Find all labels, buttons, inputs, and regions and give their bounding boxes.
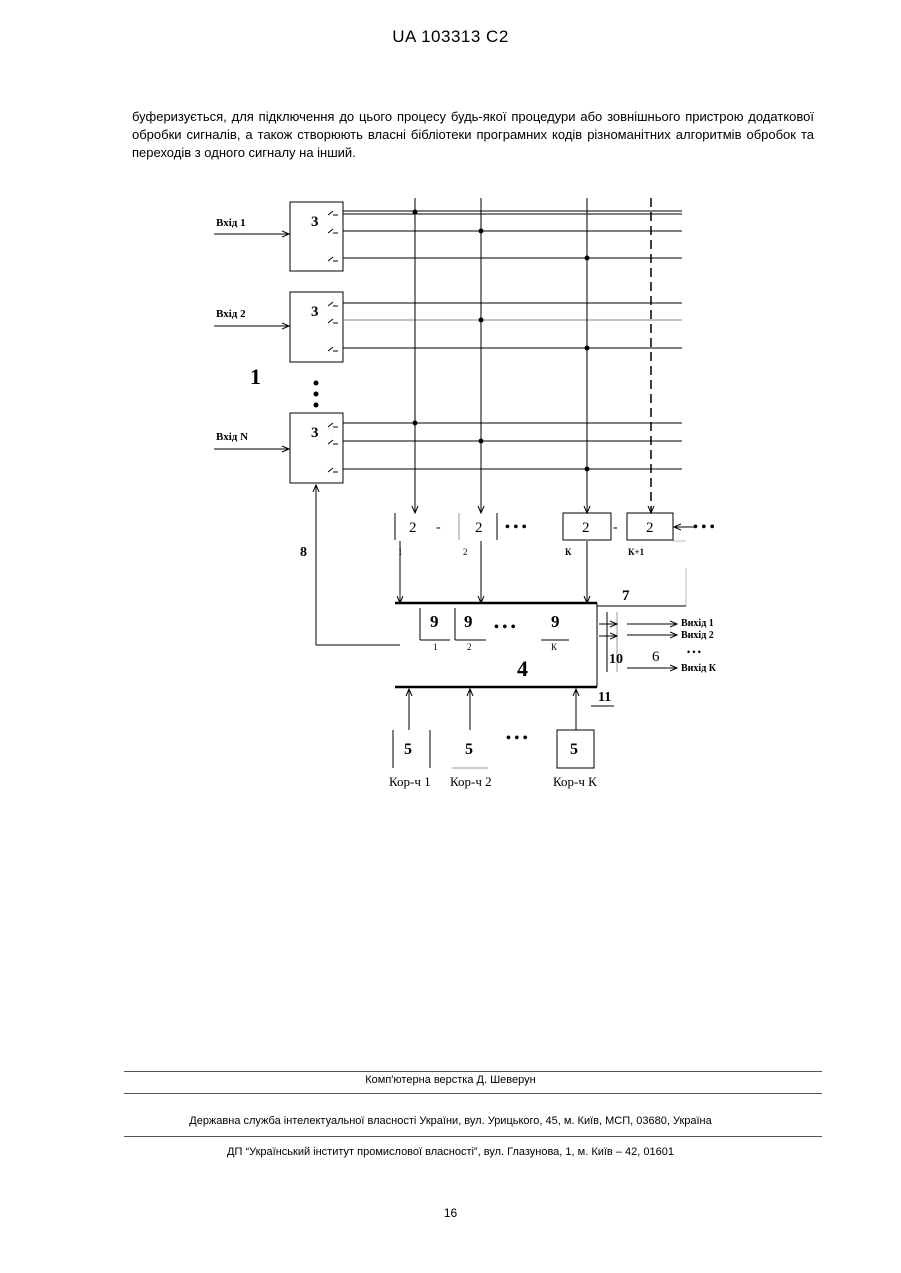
- block-2-index-k: К: [565, 547, 572, 557]
- block-9-index-k: К: [551, 642, 558, 652]
- block-5-label-1: 5: [404, 741, 412, 758]
- block-9-label-1: 9: [430, 612, 439, 631]
- footer-rule-3: [124, 1136, 822, 1137]
- block-4-label: 4: [517, 656, 528, 681]
- corrector-label-k: Кор-ч К: [553, 774, 597, 789]
- block-5-label-k: 5: [570, 741, 578, 758]
- footer-institute: ДП “Український інститут промислової вла…: [0, 1146, 901, 1158]
- corrector-ellipsis: • • •: [506, 731, 528, 746]
- footer-rule-2: [124, 1093, 822, 1094]
- page-number: 16: [0, 1206, 901, 1220]
- output-label-2: Вихід 2: [681, 630, 714, 641]
- block-2-label-k: 2: [582, 520, 590, 536]
- label-11: 11: [598, 690, 611, 705]
- footer-typesetting: Комп'ютерна верстка Д. Шеверун: [0, 1074, 901, 1086]
- output-label-k: Вихід К: [681, 663, 717, 674]
- block-diagram: 3 3 3 Вхід 1 Вхід 2 Вхід N 1: [0, 0, 901, 820]
- block-2-label-2: 2: [475, 520, 483, 536]
- footer-agency: Державна служба інтелектуальної власност…: [0, 1115, 901, 1127]
- block-2-dash-1: -: [436, 520, 441, 535]
- block-2-index-2: 2: [463, 547, 468, 557]
- block-9-index-1: 1: [433, 642, 438, 652]
- block-2-dots-right: • • •: [693, 520, 715, 535]
- footer-rule-1: [124, 1071, 822, 1072]
- output-dots: • • •: [687, 647, 701, 657]
- block-9-label-k: 9: [551, 612, 560, 631]
- block-2-dash-k: -: [613, 520, 618, 535]
- junction-dots: [413, 210, 590, 472]
- label-10: 10: [609, 652, 623, 667]
- bus-lines: [343, 211, 682, 469]
- block-3-label-2: 3: [311, 304, 319, 320]
- block-2-label-1: 2: [409, 520, 417, 536]
- block-2-index-k1: К+1: [628, 547, 645, 557]
- vertical-taps: [415, 198, 651, 513]
- block-2-ellipsis: • • •: [505, 520, 527, 535]
- vdot-2: [314, 392, 319, 397]
- corrector-arrows: [409, 689, 576, 730]
- corrector-label-1: Кор-ч 1: [389, 774, 431, 789]
- label-1: 1: [250, 364, 261, 389]
- block-9-label-2: 9: [464, 612, 473, 631]
- feedback-8: [316, 485, 400, 645]
- block-2-label-k1: 2: [646, 520, 654, 536]
- block-2-to-4-arrows: [400, 541, 587, 603]
- input-label-n: Вхід N: [216, 431, 248, 443]
- block-6-label: 6: [652, 649, 660, 665]
- vdot-3: [314, 403, 319, 408]
- switch-symbols: [328, 211, 338, 472]
- label-8: 8: [300, 545, 307, 560]
- block-3-label-n: 3: [311, 425, 319, 441]
- label-7: 7: [622, 588, 630, 604]
- vdot-1: [314, 381, 319, 386]
- block-3-label-1: 3: [311, 214, 319, 230]
- input-label-1: Вхід 1: [216, 217, 246, 229]
- output-label-1: Вихід 1: [681, 618, 714, 629]
- block-9-ellipsis: • • •: [494, 620, 516, 635]
- block-9-index-2: 2: [467, 642, 472, 652]
- corrector-label-2: Кор-ч 2: [450, 774, 492, 789]
- block-5-label-2: 5: [465, 741, 473, 758]
- input-label-2: Вхід 2: [216, 308, 246, 320]
